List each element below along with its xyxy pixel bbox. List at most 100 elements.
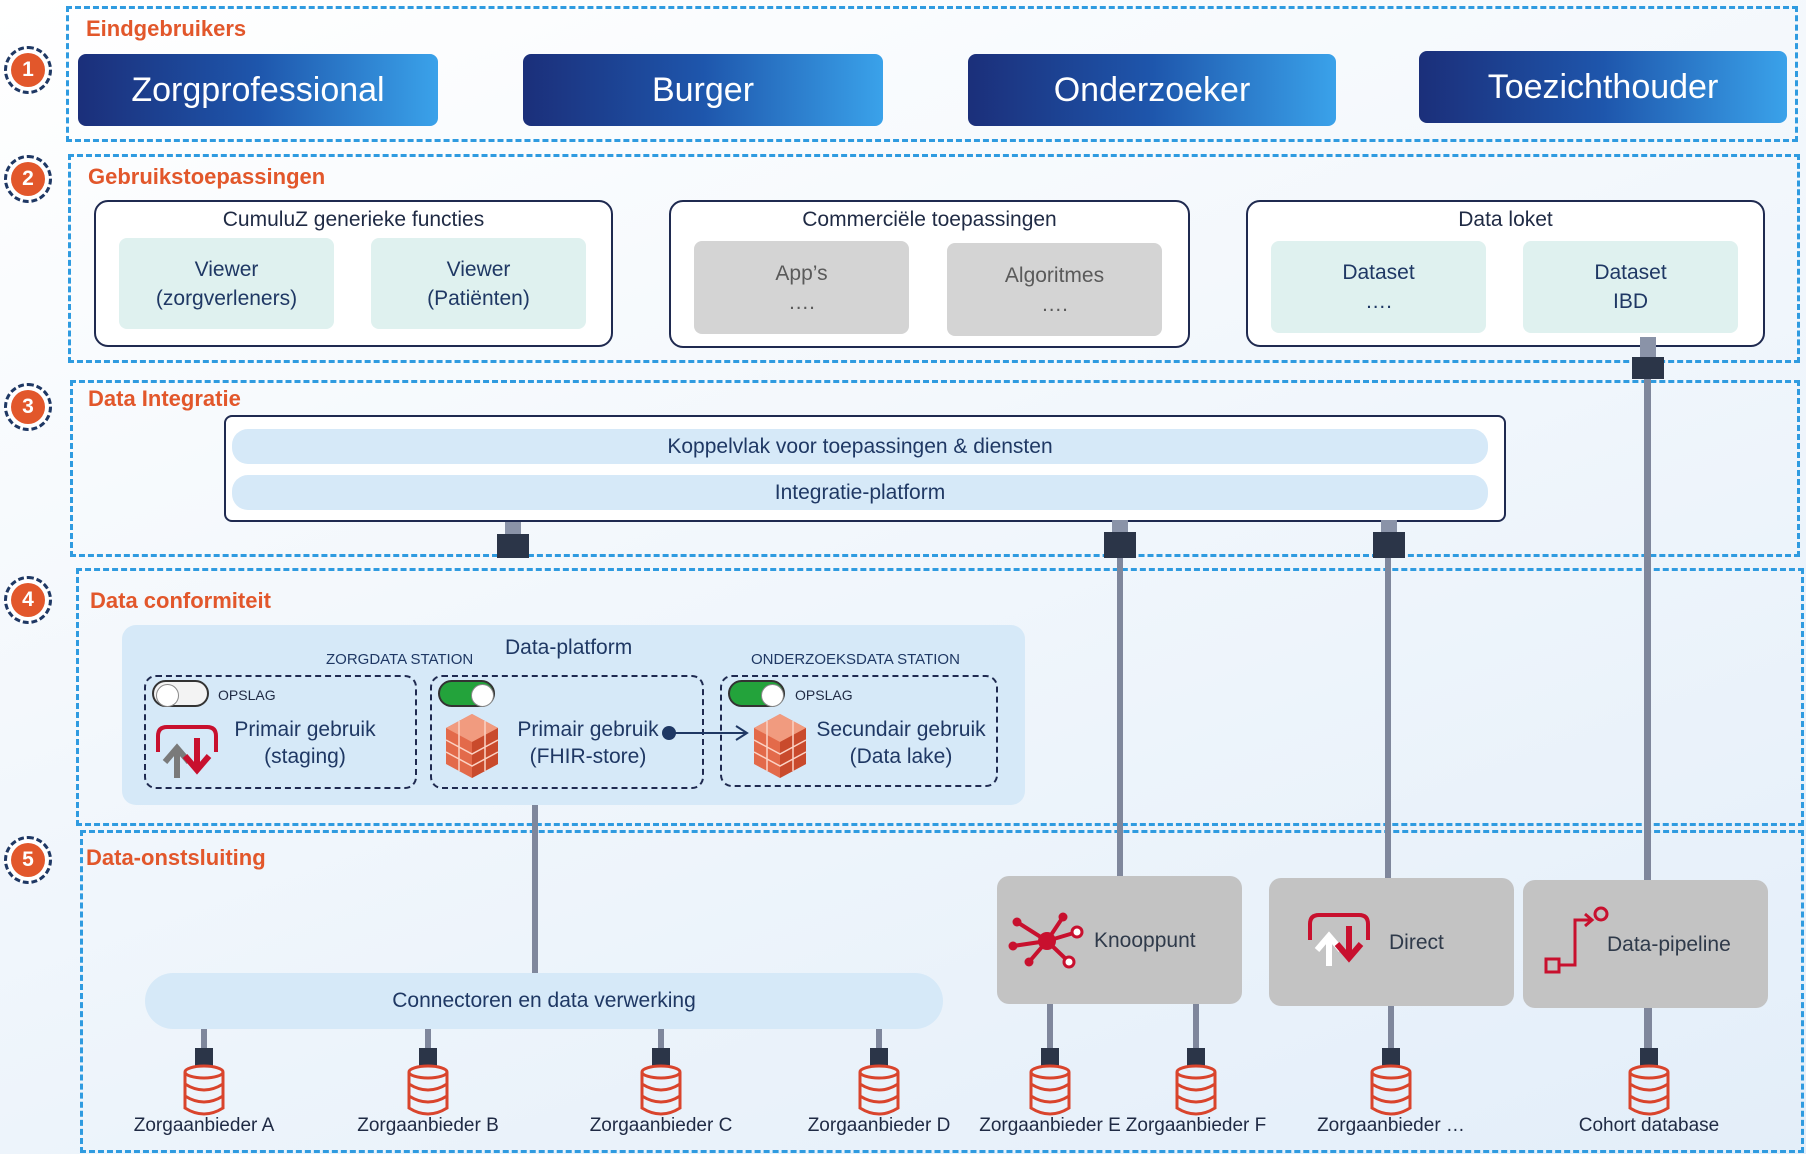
opslag-label: OPSLAG <box>218 687 276 703</box>
plug-connector-icon <box>195 1048 213 1066</box>
bar-integratie-platform[interactable]: Integratie-platform <box>232 475 1488 510</box>
upload-download-icon <box>1308 913 1370 966</box>
tile-dataset-ibd[interactable]: Dataset IBD <box>1523 241 1738 333</box>
connector-line-platform-knooppunt <box>1117 522 1123 878</box>
station-label-zorgdata: ZORGDATA STATION <box>326 651 474 668</box>
tile-line1: App’s <box>775 261 828 285</box>
layer-title-data-conformiteit: Data conformiteit <box>90 588 271 613</box>
tile-algoritmes[interactable]: Algoritmes …. <box>947 243 1162 336</box>
layer-data-conformiteit <box>76 568 1804 826</box>
tile-viewer-patienten[interactable]: Viewer (Patiënten) <box>371 238 586 329</box>
plug-connector-icon <box>1640 1048 1658 1066</box>
tile-line2: (zorgverleners) <box>155 286 298 310</box>
source-connector-line <box>1193 1004 1199 1050</box>
layer-eindgebruikers <box>66 6 1798 142</box>
tile-line1: Dataset <box>1342 261 1415 284</box>
layer-number-4: 4 <box>4 576 52 624</box>
stacked-cubes-icon <box>445 714 499 778</box>
node-label-direct: Direct <box>1389 931 1444 954</box>
end-user-onderzoeker[interactable]: Onderzoeker <box>968 54 1336 126</box>
node-label-data-pipeline: Data-pipeline <box>1607 933 1731 956</box>
tile-line1: Algoritmes <box>1004 263 1105 287</box>
tile-viewer-zorgverleners[interactable]: Viewer (zorgverleners) <box>119 238 334 329</box>
connector-line-ibd-pipeline <box>1644 340 1651 880</box>
tile-dataset[interactable]: Dataset …. <box>1271 241 1486 333</box>
station-text-datalake: Secundair gebruik (Data lake) <box>812 716 990 770</box>
end-user-burger[interactable]: Burger <box>523 54 883 126</box>
source-label: Zorgaanbieder F <box>1125 1115 1267 1136</box>
tile-line1: Viewer <box>194 257 259 281</box>
group-title-cumuluz: CumuluZ generieke functies <box>222 208 485 231</box>
source-connector-line <box>201 1029 207 1050</box>
opslag-label: OPSLAG <box>795 687 853 703</box>
source-connector-line <box>1388 1006 1394 1050</box>
station-text-fhir: Primair gebruik (FHIR-store) <box>508 716 668 770</box>
layer-number-3: 3 <box>4 383 52 431</box>
plug-connector-icon <box>1632 337 1664 379</box>
layer-title-eindgebruikers: Eindgebruikers <box>86 16 247 41</box>
source-label: Cohort database <box>1578 1115 1720 1136</box>
plug-connector-icon <box>419 1048 437 1066</box>
station-line2: (FHIR-store) <box>529 745 647 768</box>
plug-connector-icon <box>1187 1048 1205 1066</box>
connector-line-platform-connectors <box>532 805 538 985</box>
tile-line1: Viewer <box>446 257 511 281</box>
tile-line2: …. <box>788 290 815 314</box>
plug-connector-icon <box>497 522 529 558</box>
tile-line2: (Patiënten) <box>427 286 530 310</box>
data-platform-title: Data-platform <box>505 636 633 659</box>
group-title-commercial: Commerciële toepassingen <box>802 208 1057 231</box>
station-staging <box>144 675 417 789</box>
layer-number-2: 2 <box>4 155 52 203</box>
layer-title-data-onstsluiting: Data-onstsluiting <box>86 845 266 870</box>
station-line2: (staging) <box>264 745 346 768</box>
source-label: Zorgaanbieder … <box>1317 1115 1465 1136</box>
node-data-pipeline[interactable]: Data-pipeline <box>1523 880 1768 1008</box>
database-icon <box>407 1064 449 1116</box>
node-label-knooppunt: Knooppunt <box>1094 929 1196 952</box>
tile-apps[interactable]: App’s …. <box>694 241 909 334</box>
tile-line1: Dataset <box>1594 261 1667 284</box>
source-connector-line <box>658 1029 664 1050</box>
database-icon <box>183 1064 225 1116</box>
plug-connector-icon <box>1373 520 1405 558</box>
plug-connector-icon <box>870 1048 888 1066</box>
source-connector-line <box>1646 1008 1652 1050</box>
layer-title-data-integratie: Data Integratie <box>88 386 241 411</box>
plug-connector-icon <box>1382 1048 1400 1066</box>
node-direct[interactable]: Direct <box>1269 878 1514 1006</box>
layer-gebruikstoepassingen <box>68 154 1800 363</box>
layer-number-5: 5 <box>4 836 52 884</box>
opslag-toggle-datalake[interactable] <box>728 680 785 707</box>
station-line2: (Data lake) <box>849 745 953 768</box>
opslag-toggle-fhir[interactable] <box>438 680 495 707</box>
station-line1: Secundair gebruik <box>816 718 986 741</box>
group-title-dataloket: Data loket <box>1458 208 1553 231</box>
station-line1: Primair gebruik <box>234 718 376 741</box>
bar-koppelvlak[interactable]: Koppelvlak voor toepassingen & diensten <box>232 429 1488 464</box>
tile-line2: IBD <box>1612 290 1648 313</box>
plug-connector-icon <box>652 1048 670 1066</box>
station-line1: Primair gebruik <box>517 718 659 741</box>
source-label: Zorgaanbieder C <box>589 1115 733 1136</box>
tile-line2: …. <box>1041 292 1068 316</box>
bar-connectoren[interactable]: Connectoren en data verwerking <box>145 973 943 1029</box>
layer-data-onstsluiting <box>80 830 1804 1153</box>
source-connector-line <box>1047 1004 1053 1050</box>
station-label-onderzoek: ONDERZOEKSDATA STATION <box>751 651 960 668</box>
database-icon <box>1029 1064 1071 1116</box>
upload-download-icon <box>156 725 218 778</box>
node-knooppunt[interactable]: Knooppunt <box>997 876 1242 1004</box>
data-platform-panel <box>122 625 1025 805</box>
layer-number-1: 1 <box>4 46 52 94</box>
opslag-toggle-staging[interactable] <box>152 680 209 707</box>
database-icon <box>640 1064 682 1116</box>
source-label: Zorgaanbieder D <box>807 1115 951 1136</box>
source-label: Zorgaanbieder B <box>357 1115 499 1136</box>
database-icon <box>1628 1064 1670 1116</box>
end-user-toezichthouder[interactable]: Toezichthouder <box>1419 51 1787 123</box>
network-hub-icon <box>1008 912 1084 969</box>
station-datalake <box>720 675 998 787</box>
end-user-zorgprofessional[interactable]: Zorgprofessional <box>78 54 438 126</box>
plug-connector-icon <box>1104 520 1136 558</box>
